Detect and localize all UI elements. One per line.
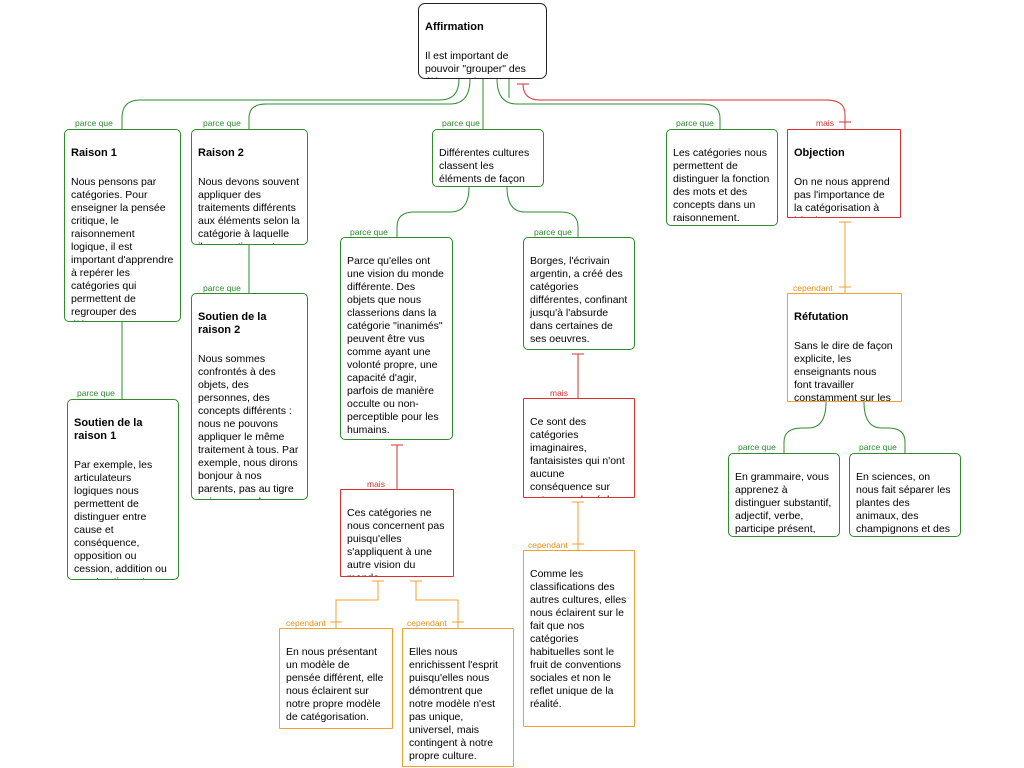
node-refutation-text: Sans le dire de façon explicite, les ens… [794,340,893,402]
link-concernent-enrichissent [415,581,459,628]
node-objection-title: Objection [794,147,845,159]
node-sciences-text: En sciences, on nous fait séparer les pl… [856,471,951,535]
link-root-raison-1 [121,78,460,129]
node-presentant[interactable]: En nous présentant un modèle de pensée d… [279,628,393,729]
label-because-raison-1: parce que [74,118,114,128]
link-cultures-borges [506,186,579,237]
link-concernent-presentant [335,581,379,628]
node-presentant-text: En nous présentant un modèle de pensée d… [286,646,384,723]
node-concernent[interactable]: Ces catégories ne nous concernent pas pu… [340,489,454,577]
label-because-sciences: parce que [858,442,898,452]
link-root-raison-2 [248,78,471,129]
node-imaginaires-text: Ce sont des catégories imaginaires, fant… [530,416,625,497]
node-refutation[interactable]: Réfutation Sans le dire de façon explici… [787,293,902,402]
node-vision[interactable]: Parce qu'elles ont une vision du monde d… [340,237,453,440]
node-concernent-text: Ces catégories ne nous concernent pas pu… [347,507,445,576]
node-raison-2-text: Nous devons souvent appliquer des traite… [198,176,300,244]
node-raison-1-title: Raison 1 [71,147,117,159]
node-enrichissent[interactable]: Elles nous enrichissent l'esprit puisqu'… [402,628,514,767]
node-soutien-raison-1[interactable]: Soutien de la raison 1 Par exemple, les … [67,399,179,580]
node-raison-2[interactable]: Raison 2 Nous devons souvent appliquer d… [191,129,308,245]
label-however-presentant: cependant [285,618,327,628]
link-refutation-grammaire [783,401,827,453]
node-objection[interactable]: Objection On ne nous apprend pas l'impor… [787,129,901,218]
node-sciences[interactable]: En sciences, on nous fait séparer les pl… [849,453,961,537]
node-classifications[interactable]: Comme les classifications des autres cul… [523,550,635,727]
node-soutien-raison-1-text: Par exemple, les articulateurs logiques … [74,459,167,579]
node-affirmation-text: Il est important de pouvoir "grouper" de… [425,50,526,78]
label-because-grammaire: parce que [737,442,777,452]
label-however-enrichissent: cependant [406,618,448,628]
link-root-fonction [496,78,721,129]
label-because-soutien-1: parce que [76,388,116,398]
link-refutation-sciences [863,401,906,453]
link-root-objection [522,83,846,129]
node-grammaire[interactable]: En grammaire, vous apprenez à distinguer… [728,453,840,537]
label-because-raison-2: parce que [202,118,242,128]
node-objection-text: On ne nous apprend pas l'importance de l… [794,176,890,217]
label-but-objection: mais [815,118,835,128]
label-because-cultures: parce que [441,118,481,128]
node-fonction-text: Les catégories nous permettent de distin… [673,147,770,224]
node-raison-1[interactable]: Raison 1 Nous pensons par catégories. Po… [64,129,181,322]
node-vision-text: Parce qu'elles ont une vision du monde d… [347,255,444,436]
label-because-soutien-2: parce que [202,283,242,293]
label-but-concernent: mais [366,479,386,489]
node-raison-2-title: Raison 2 [198,147,244,159]
node-cultures-text: Différentes cultures classent les élémen… [439,147,530,185]
node-raison-1-text: Nous pensons par catégories. Pour enseig… [71,176,174,321]
node-soutien-raison-2-title: Soutien de la raison 2 [198,311,267,336]
node-enrichissent-text: Elles nous enrichissent l'esprit puisqu'… [409,646,498,762]
label-because-vision: parce que [349,227,389,237]
node-affirmation-title: Affirmation [425,21,484,33]
label-but-imaginaires: mais [549,388,569,398]
node-soutien-raison-2-text: Nous sommes confrontés à des objets, des… [198,353,299,499]
node-cultures[interactable]: Différentes cultures classent les élémen… [432,129,544,187]
node-grammaire-text: En grammaire, vous apprenez à distinguer… [735,471,832,535]
node-soutien-raison-1-title: Soutien de la raison 1 [74,417,143,442]
link-cultures-vision [396,186,470,237]
node-refutation-title: Réfutation [794,311,849,323]
node-fonction[interactable]: Les catégories nous permettent de distin… [666,129,778,226]
label-because-borges: parce que [533,227,573,237]
node-borges[interactable]: Borges, l'écrivain argentin, a créé des … [523,237,635,350]
label-however-refutation: cependant [792,283,834,293]
node-imaginaires[interactable]: Ce sont des catégories imaginaires, fant… [523,398,635,498]
node-soutien-raison-2[interactable]: Soutien de la raison 2 Nous sommes confr… [191,293,308,500]
label-because-fonction: parce que [675,118,715,128]
label-however-classifications: cependant [527,540,569,550]
node-borges-text: Borges, l'écrivain argentin, a créé des … [530,255,628,345]
node-classifications-text: Comme les classifications des autres cul… [530,568,627,710]
node-affirmation[interactable]: Affirmation Il est important de pouvoir … [418,3,547,79]
